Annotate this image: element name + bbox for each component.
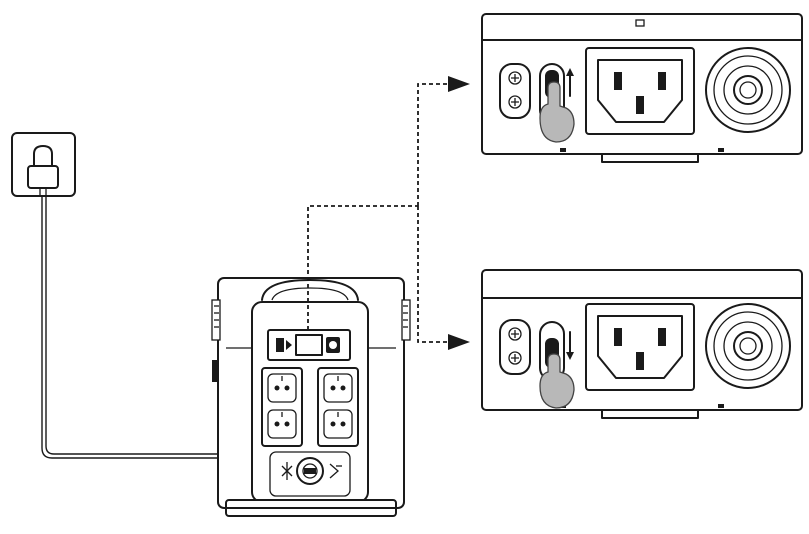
ac-input-cable — [41, 196, 306, 459]
hand-icon — [539, 81, 575, 143]
arrow-right-icon — [448, 334, 470, 350]
hand-icon — [539, 353, 575, 409]
detail-panel-bottom — [481, 269, 803, 419]
callout-lines — [307, 76, 470, 350]
arrow-right-icon — [448, 76, 470, 92]
plug-icon — [27, 145, 59, 197]
detail-panel-top — [481, 13, 803, 163]
power-station — [211, 277, 411, 517]
